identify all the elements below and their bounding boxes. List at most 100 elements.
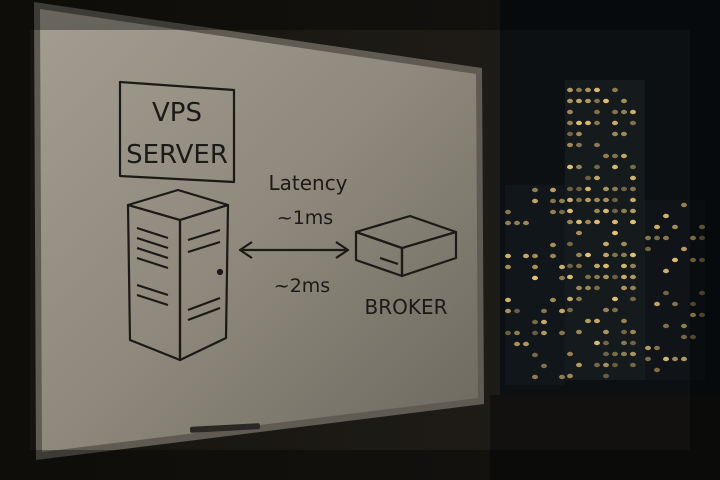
city-light xyxy=(621,241,627,247)
city-light xyxy=(550,187,556,193)
city-light xyxy=(594,318,600,324)
server-label-line2: SERVER xyxy=(126,140,228,170)
city-light xyxy=(505,297,511,303)
city-light xyxy=(621,153,627,159)
city-light xyxy=(514,341,520,347)
city-light xyxy=(567,131,573,137)
city-light xyxy=(663,356,669,362)
city-light xyxy=(505,220,511,226)
city-light xyxy=(585,285,591,291)
city-light xyxy=(567,263,573,269)
city-light xyxy=(576,219,582,225)
city-light xyxy=(612,274,618,280)
city-light xyxy=(621,131,627,137)
city-light xyxy=(690,334,696,340)
city-light xyxy=(585,274,591,280)
city-light xyxy=(585,120,591,126)
city-light xyxy=(585,219,591,225)
city-light xyxy=(585,87,591,93)
city-light xyxy=(576,197,582,203)
city-light xyxy=(603,98,609,104)
city-light xyxy=(567,373,573,379)
city-light xyxy=(630,285,636,291)
city-light xyxy=(594,109,600,115)
city-light xyxy=(681,334,687,340)
city-light xyxy=(585,318,591,324)
city-light xyxy=(567,98,573,104)
city-light xyxy=(612,219,618,225)
city-light xyxy=(576,230,582,236)
city-light xyxy=(514,308,520,314)
city-light xyxy=(576,164,582,170)
city-light xyxy=(532,275,538,281)
city-light xyxy=(567,208,573,214)
city-light xyxy=(594,142,600,148)
city-light xyxy=(594,274,600,280)
city-light xyxy=(594,98,600,104)
city-light xyxy=(681,202,687,208)
city-light xyxy=(699,290,705,296)
city-light xyxy=(621,109,627,115)
city-light xyxy=(603,208,609,214)
latency-bottom: ~2ms xyxy=(274,275,330,297)
city-light xyxy=(645,345,651,351)
city-light xyxy=(681,246,687,252)
city-light xyxy=(541,308,547,314)
city-light xyxy=(514,220,520,226)
city-light xyxy=(621,340,627,346)
city-light xyxy=(630,263,636,269)
city-light xyxy=(630,329,636,335)
city-light xyxy=(603,153,609,159)
city-light xyxy=(630,164,636,170)
city-light xyxy=(612,230,618,236)
city-light xyxy=(594,87,600,93)
city-light xyxy=(594,197,600,203)
city-light xyxy=(523,341,529,347)
city-light xyxy=(690,301,696,307)
city-light xyxy=(612,197,618,203)
city-light xyxy=(612,109,618,115)
city-light xyxy=(612,351,618,357)
city-light xyxy=(630,208,636,214)
city-light xyxy=(532,374,538,380)
city-light xyxy=(645,356,651,362)
city-light xyxy=(567,197,573,203)
city-light xyxy=(663,268,669,274)
city-light xyxy=(654,367,660,373)
city-light xyxy=(672,301,678,307)
city-light xyxy=(612,120,618,126)
city-light xyxy=(612,208,618,214)
city-light xyxy=(567,120,573,126)
city-light xyxy=(630,197,636,203)
city-light xyxy=(576,120,582,126)
city-light xyxy=(567,142,573,148)
city-light xyxy=(654,345,660,351)
city-light xyxy=(630,186,636,192)
city-light xyxy=(630,109,636,115)
city-light xyxy=(630,296,636,302)
city-lights xyxy=(505,87,705,380)
city-light xyxy=(576,131,582,137)
city-light xyxy=(559,209,565,215)
city-light xyxy=(630,362,636,368)
city-light xyxy=(585,186,591,192)
city-light xyxy=(603,362,609,368)
city-light xyxy=(567,164,573,170)
city-light xyxy=(603,340,609,346)
city-light xyxy=(612,307,618,313)
city-light xyxy=(505,209,511,215)
city-light xyxy=(645,246,651,252)
city-light xyxy=(612,87,618,93)
city-light xyxy=(559,275,565,281)
city-light xyxy=(532,253,538,259)
city-light xyxy=(532,352,538,358)
city-light xyxy=(585,197,591,203)
city-light xyxy=(585,98,591,104)
city-light xyxy=(523,253,529,259)
city-light xyxy=(576,142,582,148)
city-light xyxy=(621,252,627,258)
city-light xyxy=(505,253,511,259)
city-light xyxy=(567,296,573,302)
city-light xyxy=(541,319,547,325)
